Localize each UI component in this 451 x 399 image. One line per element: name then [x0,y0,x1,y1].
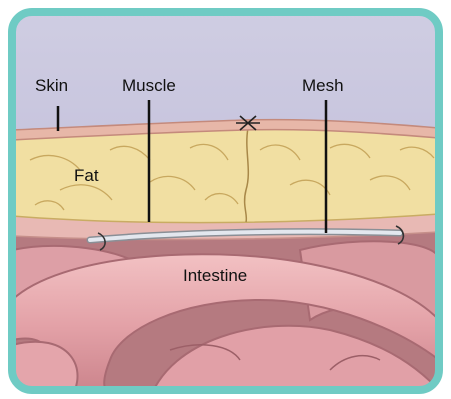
intestine-label: Intestine [183,266,247,286]
muscle-label: Muscle [122,76,176,96]
skin-label: Skin [35,76,68,96]
mesh-label: Mesh [302,76,344,96]
fat-label: Fat [74,166,99,186]
